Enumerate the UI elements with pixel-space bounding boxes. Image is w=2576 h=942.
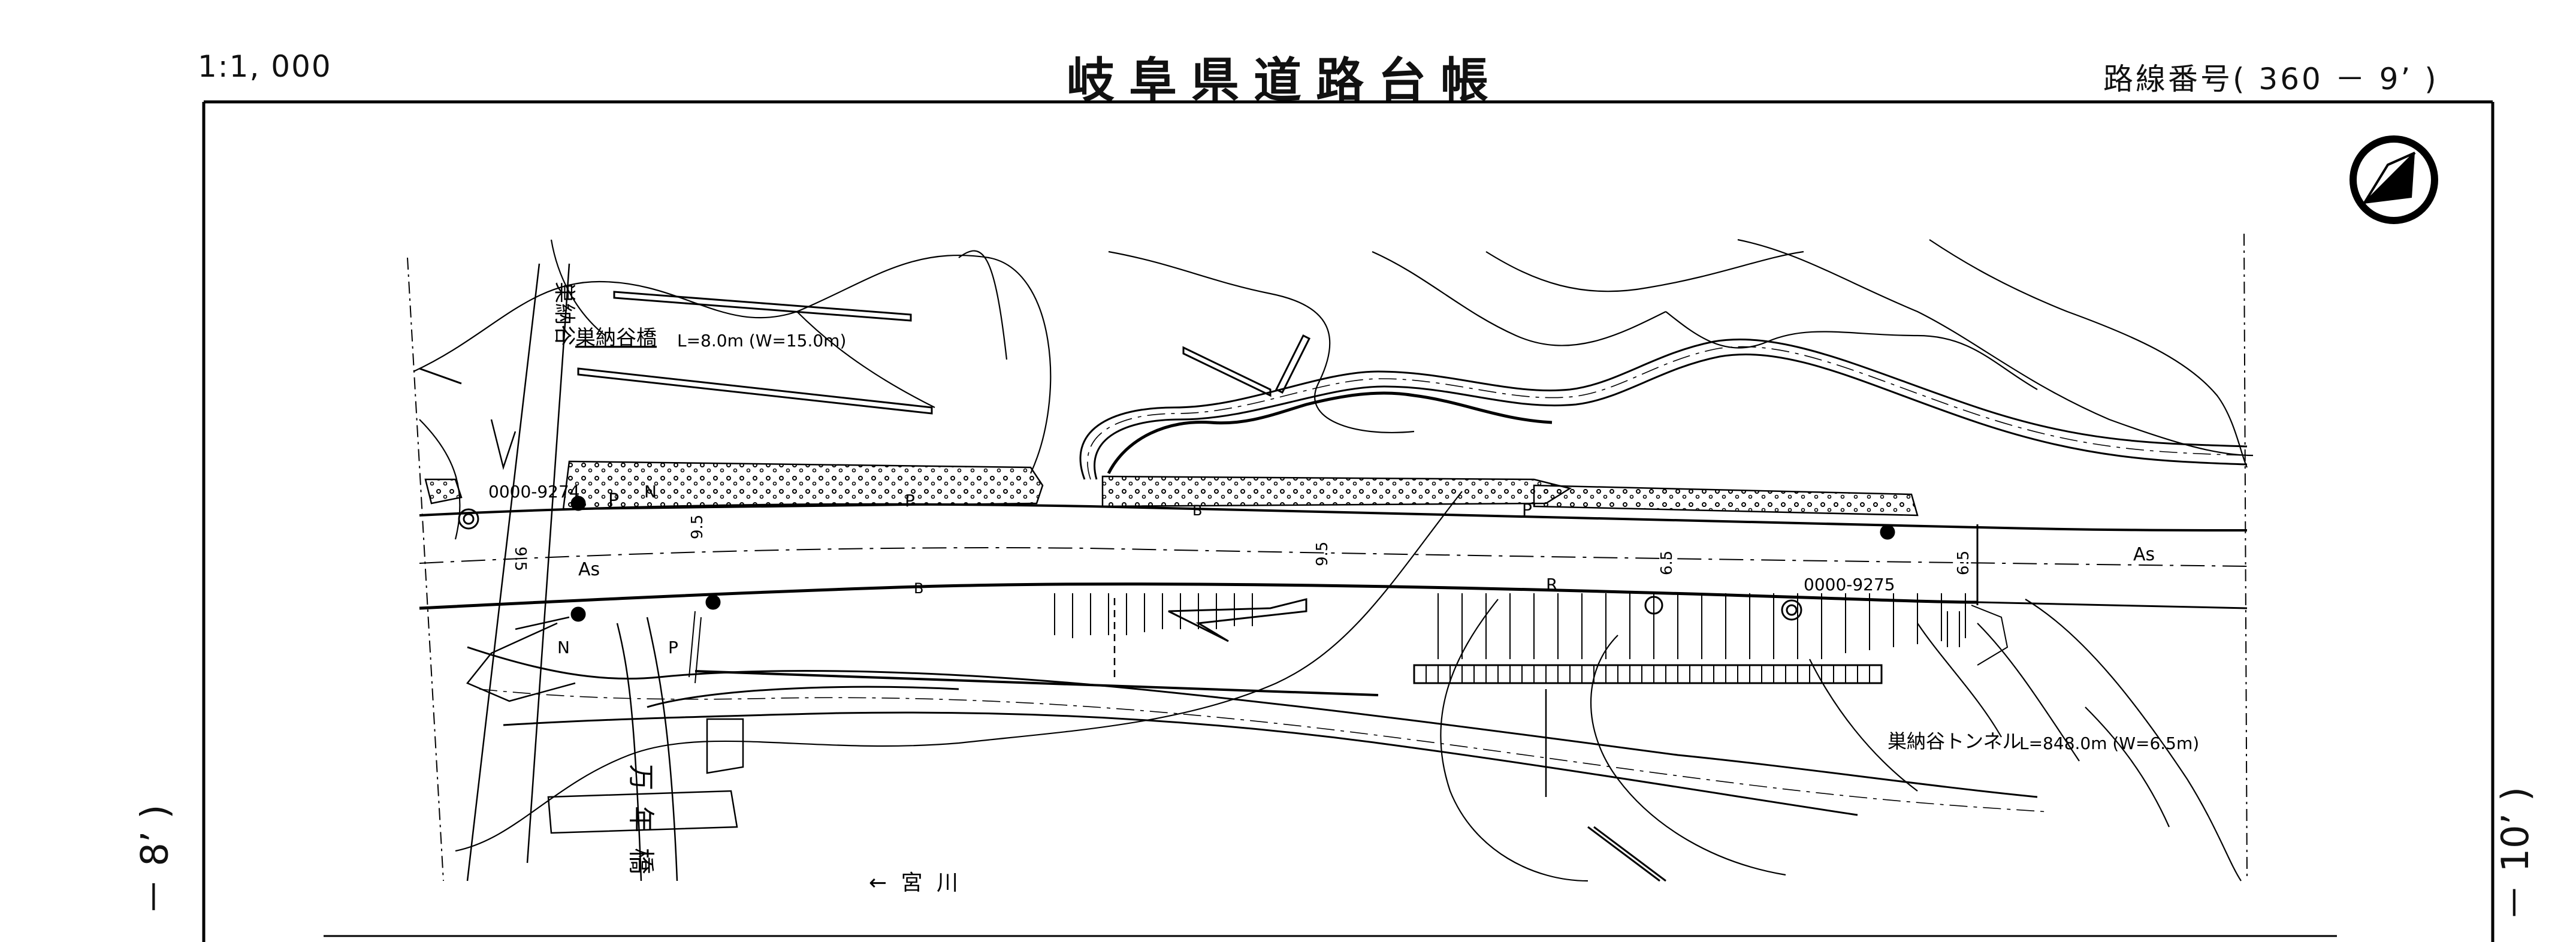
mark-p4: P: [668, 638, 678, 657]
plan-boundary: [407, 233, 2248, 881]
map-labels: 巣納谷 巣納谷橋 L=8.0m (W=15.0m) 巣納谷トンネル L=848.…: [488, 282, 2199, 895]
river-direction: ← 宮 川: [869, 871, 962, 895]
width-b: 9.5: [688, 515, 706, 539]
mark-n2: N: [557, 638, 570, 657]
width-e: 6.5: [1955, 551, 1973, 575]
mark-p3: P: [1522, 500, 1532, 520]
width-c: 9.5: [1313, 542, 1331, 566]
document-title: 岐阜県道路台帳: [1067, 53, 1503, 108]
tunnel-size: L=848.0m (W=6.5m): [2019, 733, 2199, 753]
tunnel-name: 巣納谷トンネル: [1888, 730, 2021, 753]
mark-b: B: [914, 580, 923, 597]
retaining-walls: [688, 593, 2009, 696]
embankment-line: [1107, 391, 1553, 475]
mark-p2: P: [905, 491, 915, 511]
point-left: 0000-9274: [488, 482, 580, 502]
sheet-frame: [202, 100, 2495, 942]
mark-n1: N: [644, 482, 657, 502]
surface-left: As: [578, 559, 600, 580]
guard-rails: [419, 291, 1666, 882]
mark-p1: P: [608, 490, 619, 511]
mark-b2: B: [1192, 502, 1202, 519]
point-right: 0000-9275: [1804, 575, 1895, 594]
bridge-bottom-name: 万年橋: [626, 764, 656, 890]
mark-r: R: [1546, 575, 1557, 594]
surface-right: As: [2133, 544, 2155, 565]
stream-name: 巣納谷: [552, 282, 576, 346]
map-scale: 1:1, 000: [198, 49, 332, 84]
lower-side-road: [467, 646, 2050, 816]
planting-strips: [424, 460, 1919, 517]
width-a: 9.5: [511, 547, 529, 571]
width-d: 6.5: [1658, 551, 1676, 575]
left-bridge-river: [466, 263, 1547, 881]
upper-side-road: [1079, 339, 2248, 480]
bridge-top-name: 巣納谷橋: [575, 326, 657, 350]
survey-points: [458, 496, 1895, 622]
north-arrow-icon: [2349, 135, 2438, 224]
bridge-top-size: L=8.0m (W=15.0m): [677, 331, 846, 351]
route-number: 路線番号( 360 － 9’ ): [2103, 62, 2439, 96]
